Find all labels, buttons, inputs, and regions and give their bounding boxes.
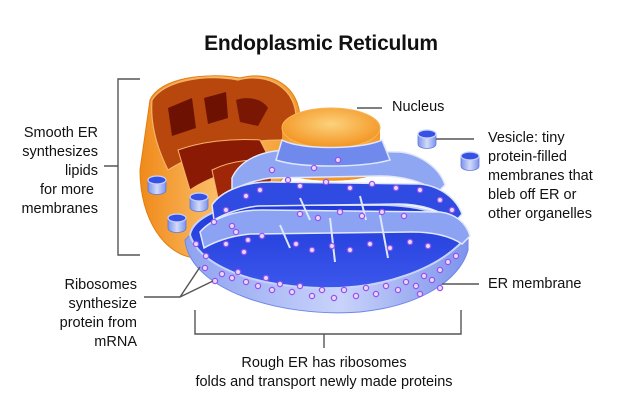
ribosome-dot bbox=[192, 240, 200, 248]
vesicle bbox=[189, 192, 209, 212]
ribosome-dot bbox=[258, 232, 266, 240]
ribosome-dot bbox=[262, 274, 270, 282]
ribosome-dot bbox=[406, 238, 414, 246]
ribosome-dot bbox=[424, 242, 432, 250]
rough-er bbox=[184, 138, 471, 314]
rough-er-bracket bbox=[194, 310, 462, 348]
ribosome-dot bbox=[244, 236, 252, 244]
ribosome-dot bbox=[328, 242, 336, 250]
ribosome-dot bbox=[358, 212, 366, 220]
ribosome-dot bbox=[444, 258, 452, 266]
ribosome-dot bbox=[240, 248, 248, 256]
smooth-er-bracket bbox=[104, 78, 140, 256]
ribosome-dot bbox=[346, 246, 354, 254]
ribosome-dot bbox=[308, 292, 316, 300]
ribosome-dot bbox=[448, 206, 456, 214]
ribosome-dot bbox=[416, 186, 424, 194]
ribosome-dot bbox=[276, 280, 284, 288]
ribosome-dot bbox=[322, 178, 330, 186]
ribosome-dot bbox=[284, 176, 292, 184]
nucleus-label: Nucleus bbox=[392, 99, 445, 115]
ribosome-dot bbox=[318, 286, 326, 294]
ribosome-dot bbox=[436, 284, 444, 292]
ribosome-dot bbox=[382, 282, 390, 290]
ribosome-dot bbox=[310, 164, 318, 172]
ribosome-dot bbox=[296, 182, 304, 190]
ribosome-dot bbox=[436, 266, 444, 274]
ribosome-dot bbox=[210, 218, 218, 226]
ribosome-dot bbox=[296, 210, 304, 218]
ribosome-dot bbox=[211, 277, 219, 285]
ribosome-dot bbox=[242, 192, 250, 200]
ribosome-dot bbox=[352, 292, 360, 300]
diagram-title: Endoplasmic Reticulum bbox=[204, 32, 438, 55]
ribosome-dot bbox=[242, 278, 250, 286]
ribosome-dot bbox=[402, 278, 410, 286]
ribosome-dot bbox=[366, 240, 374, 248]
ribosome-dot bbox=[256, 186, 264, 194]
ribosome-dot bbox=[420, 272, 428, 280]
ribosome-dot bbox=[362, 284, 370, 292]
ribosome-dot bbox=[412, 282, 420, 290]
ribosome-dot bbox=[254, 282, 262, 290]
ribosome-dot bbox=[368, 180, 376, 188]
ribosome-dot bbox=[400, 212, 408, 220]
ribosome-dot bbox=[222, 206, 230, 214]
ribosome-dot bbox=[378, 208, 386, 216]
ribosome-dot bbox=[296, 282, 304, 290]
ribosome-dot bbox=[201, 264, 209, 272]
ribosome-dot bbox=[392, 184, 400, 192]
ribosome-dot bbox=[436, 196, 444, 204]
ribosome-dot bbox=[202, 252, 210, 260]
ribosome-dot bbox=[340, 286, 348, 294]
ribosome-dot bbox=[228, 274, 236, 282]
ribosome-dot bbox=[308, 246, 316, 254]
ribosome-dot bbox=[218, 270, 226, 278]
ribosomes bbox=[192, 156, 460, 302]
ribosome-dot bbox=[386, 244, 394, 252]
ribosome-dot bbox=[268, 166, 276, 174]
vesicle bbox=[460, 151, 480, 171]
smooth-er-label: Smooth ER synthesizes lipids for more me… bbox=[21, 125, 98, 217]
rough-er-label: Rough ER has ribosomes folds and transpo… bbox=[195, 355, 453, 390]
ribosome-leader bbox=[144, 266, 214, 298]
ribosome-dot bbox=[452, 252, 460, 260]
vesicle bbox=[167, 213, 187, 233]
ribosome-dot bbox=[228, 222, 236, 230]
er-membrane-label: ER membrane bbox=[488, 276, 582, 292]
vesicle bbox=[147, 175, 167, 195]
vesicles bbox=[147, 129, 480, 233]
ribosome-dot bbox=[346, 184, 354, 192]
ribosomes-label: Ribosomes synthesize protein from mRNA bbox=[59, 277, 137, 350]
ribosome-dot bbox=[288, 288, 296, 296]
ribosome-dot bbox=[232, 228, 240, 236]
ribosome-dot bbox=[428, 276, 436, 284]
ribosome-dot bbox=[222, 240, 230, 248]
ribosome-dot bbox=[268, 286, 276, 294]
ribosome-dot bbox=[234, 268, 242, 276]
ribosome-dot bbox=[314, 214, 322, 222]
ribosome-dot bbox=[394, 286, 402, 294]
ribosome-dot bbox=[334, 156, 342, 164]
ribosome-dot bbox=[416, 290, 424, 298]
ribosome-dot bbox=[336, 208, 344, 216]
vesicle-label: Vesicle: tiny protein-filled membranes t… bbox=[488, 130, 593, 222]
ribosome-dot bbox=[372, 290, 380, 298]
vesicle bbox=[417, 129, 437, 149]
ribosome-dot bbox=[330, 294, 338, 302]
ribosome-dot bbox=[292, 240, 300, 248]
